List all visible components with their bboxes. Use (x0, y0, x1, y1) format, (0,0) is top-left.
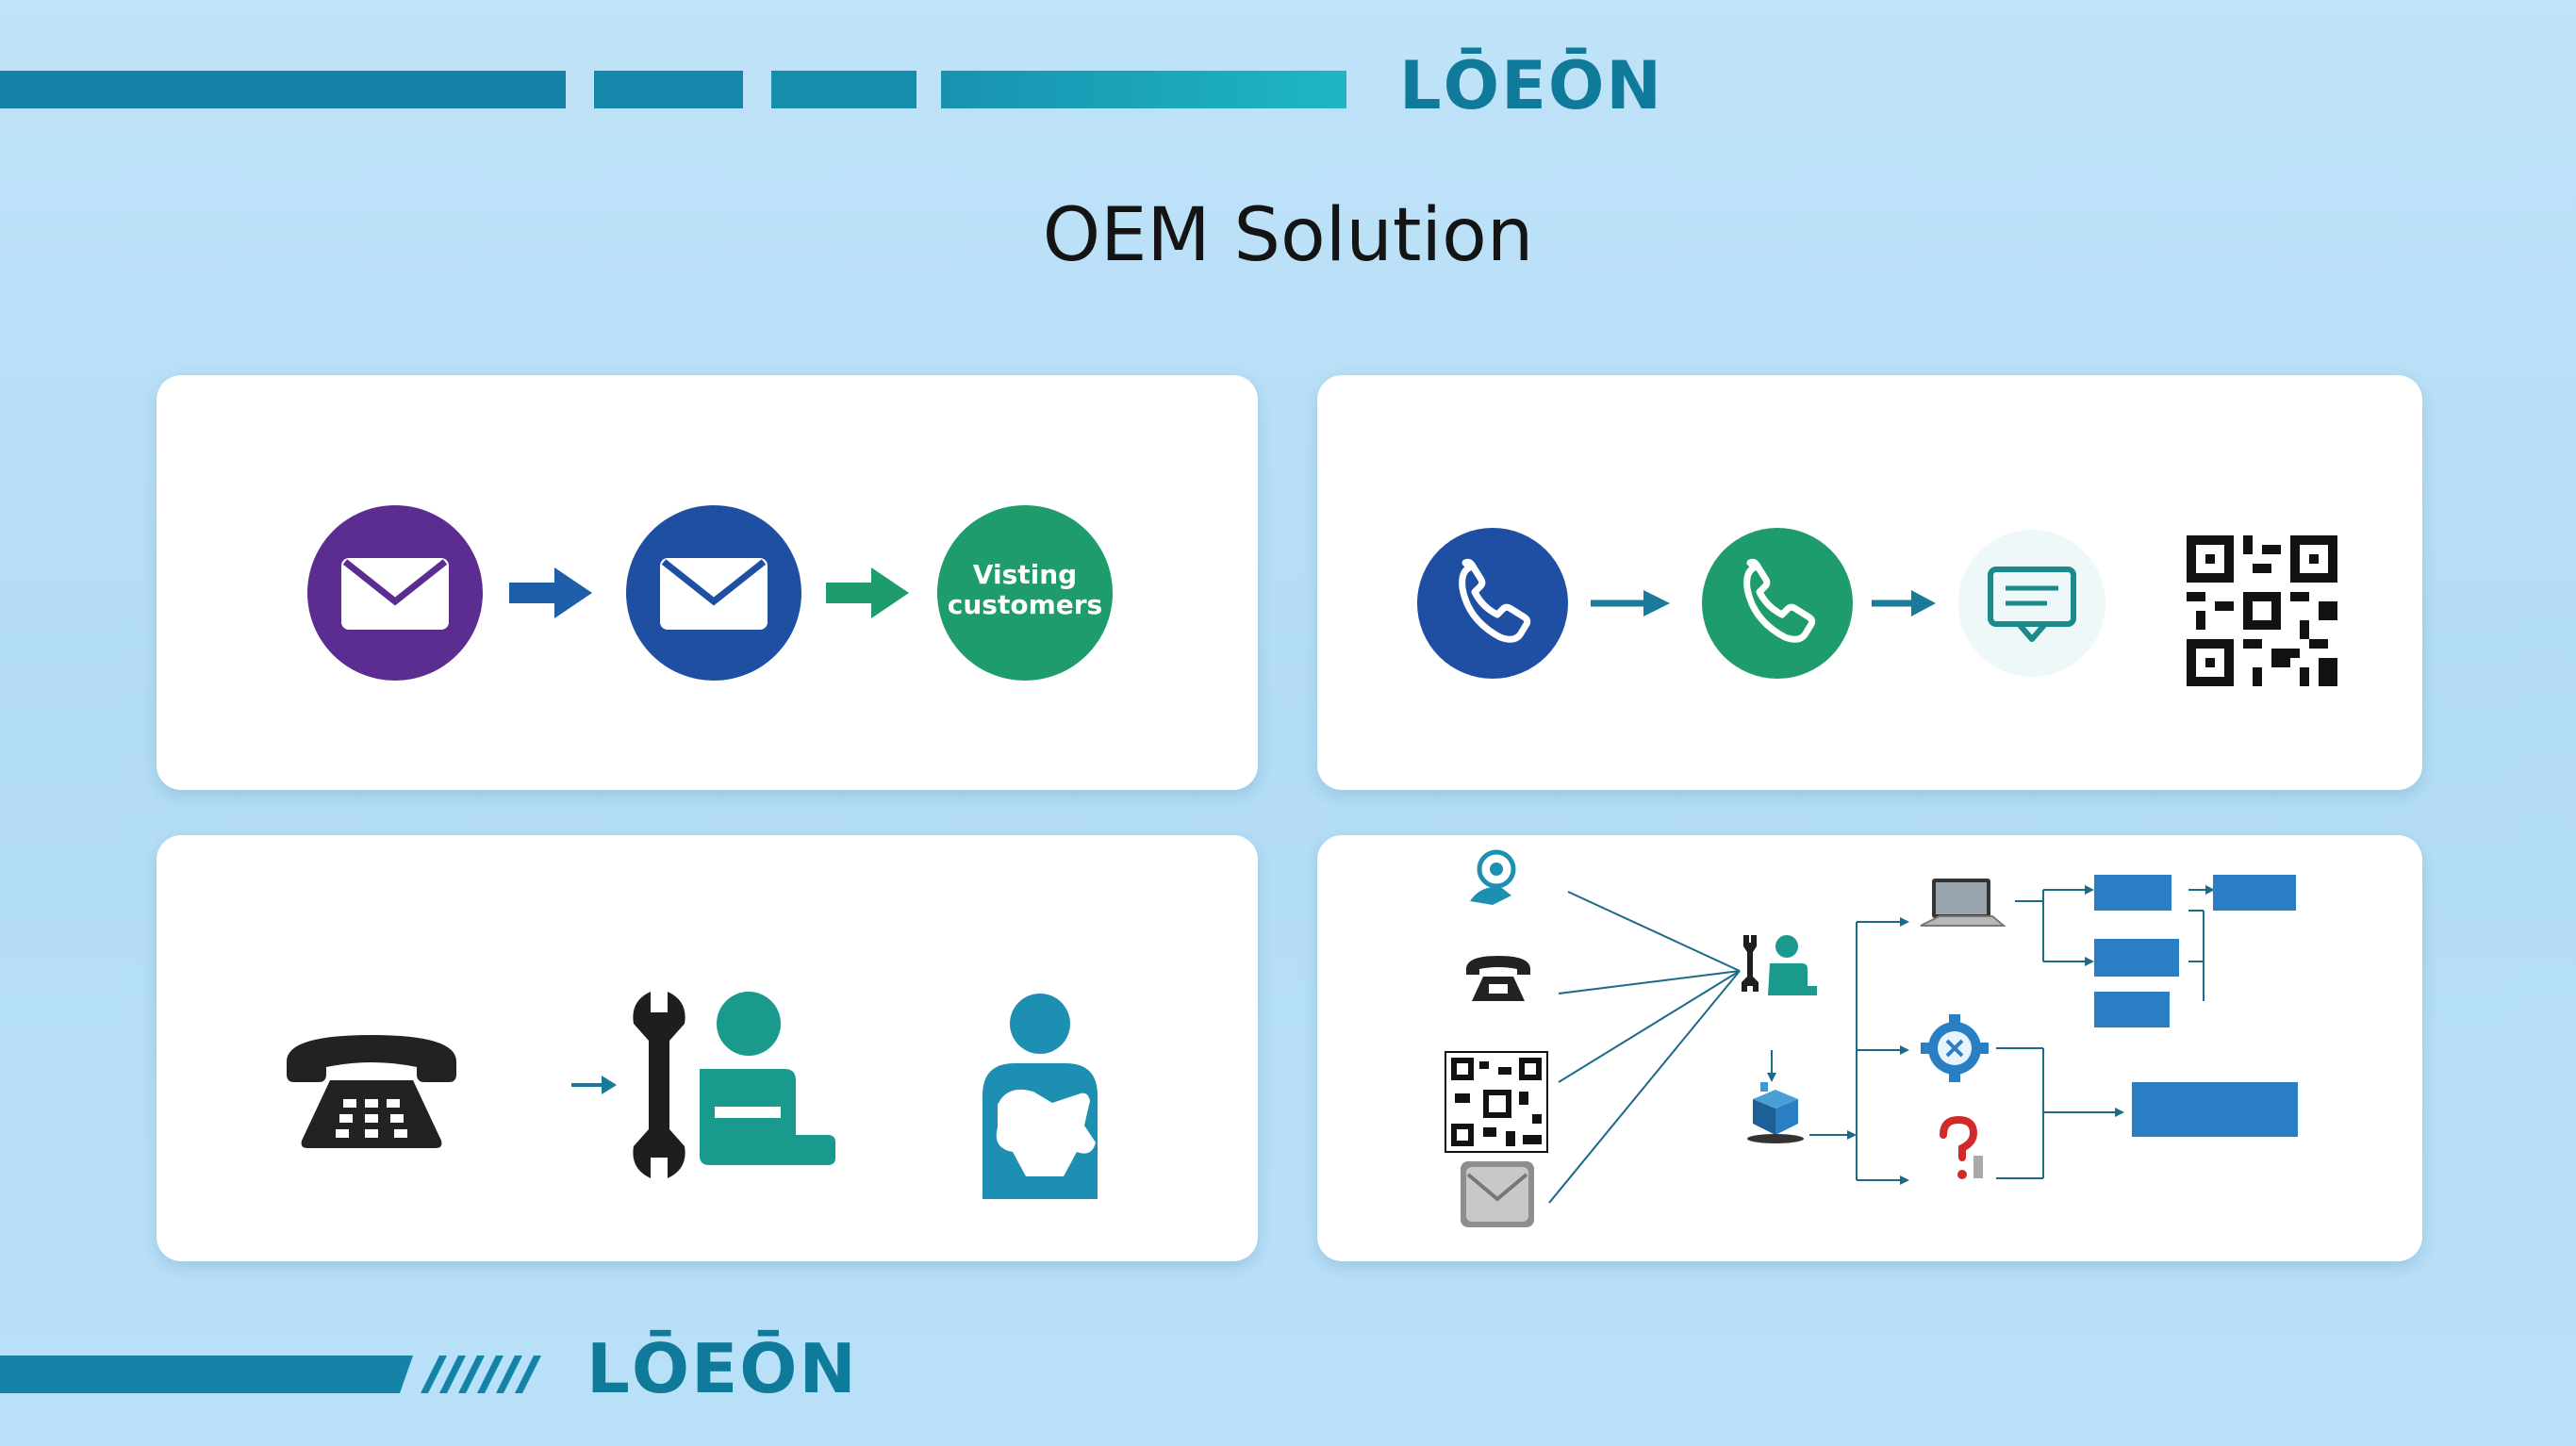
cube-robot-icon (1747, 1082, 1804, 1143)
diagram-box (2094, 992, 2170, 1027)
panel-email-flow: Visting customers (157, 375, 1258, 790)
support-agent-icon (1470, 849, 1516, 905)
visiting-customers-label: Visting customers (947, 559, 1103, 620)
telephone-icon (287, 1035, 456, 1148)
technician-icon (1742, 935, 1817, 995)
process-flow-diagram (1445, 849, 2298, 1227)
qr-code-icon (2187, 535, 2337, 686)
panel-phone-flow (1317, 375, 2422, 790)
settings-gear-icon (1921, 1014, 1989, 1082)
visiting-customers-badge (937, 505, 1113, 681)
telephone-icon (1466, 956, 1530, 1001)
customer-support-person-icon (983, 994, 1098, 1199)
arrow-right-icon (571, 1076, 617, 1094)
brand-logo-top: LŌEŌN (1399, 47, 1664, 124)
panel-process-flow (1317, 835, 2422, 1261)
page-title: OEM Solution (1042, 193, 1534, 278)
header-bar-3 (771, 71, 916, 108)
phone-green-icon (1702, 528, 1853, 679)
question-mark-icon (1940, 1115, 1983, 1179)
qr-code-icon (1445, 1051, 1548, 1153)
envelope-tile-icon (1461, 1161, 1534, 1227)
diagram-box (2094, 939, 2179, 977)
envelope-blue-icon (626, 505, 801, 681)
technician-wrench-icon (633, 992, 835, 1178)
brand-logo-bottom: LŌEŌN (586, 1329, 858, 1408)
diagram-box (2132, 1082, 2298, 1137)
phone-blue-icon (1417, 528, 1568, 679)
footer-bar (0, 1356, 541, 1393)
arrow-right-icon (826, 567, 909, 618)
arrow-right-icon (1591, 590, 1670, 616)
header-bar-2 (594, 71, 743, 108)
chat-message-icon (1958, 530, 2105, 677)
header-bar-1 (0, 71, 566, 108)
panel-support-flow (157, 835, 1258, 1261)
arrow-right-icon (509, 567, 592, 618)
envelope-purple-icon (307, 505, 483, 681)
diagram-box (2213, 875, 2296, 911)
arrow-right-icon (1872, 590, 1936, 616)
laptop-icon (1920, 879, 2006, 927)
diagram-box (2094, 875, 2171, 911)
header-bar-4 (941, 71, 1346, 108)
